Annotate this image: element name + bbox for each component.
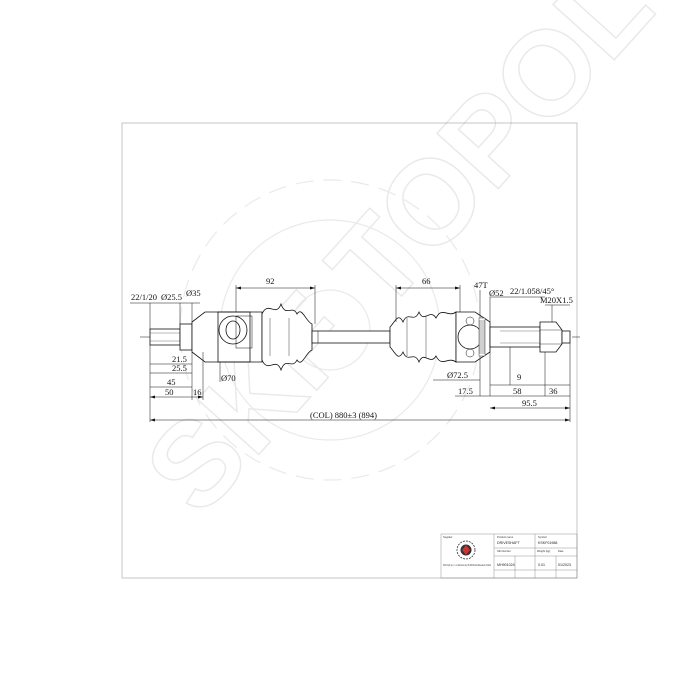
dimension-lines	[130, 285, 571, 422]
dim-25-5: 25.5	[172, 363, 187, 373]
dim-d72-5: Ø72.5	[447, 370, 468, 380]
dim-d35: Ø35	[186, 288, 201, 298]
weight-label: Weight (kg)	[537, 549, 550, 553]
hub-nut	[539, 321, 563, 353]
symbol-label: Symbol	[538, 535, 547, 539]
supplier-logo	[456, 540, 476, 560]
driveshaft-part	[140, 302, 580, 372]
arrowheads	[150, 286, 570, 422]
watermark: SKF TOPOL	[119, 0, 678, 538]
dim-45: 45	[167, 377, 176, 387]
outer-boot	[389, 310, 457, 364]
watermark-text: SKF TOPOL	[120, 0, 678, 537]
outer-stub	[489, 326, 541, 348]
shaft-bar	[311, 330, 391, 344]
left-spline	[149, 328, 181, 346]
oe-number: MH901024	[497, 563, 515, 567]
product-name: DRIVESHAFT	[497, 541, 521, 545]
dim-d52: Ø52	[489, 288, 504, 298]
dim-58: 58	[513, 386, 522, 396]
dim-d25: Ø25.5	[161, 292, 182, 302]
supplier-label: Supplier	[443, 535, 453, 539]
abs-ring	[478, 317, 486, 357]
dimension-labels: 22/1/20 Ø25.5 Ø35 92 66 47T Ø52 22/1.058…	[131, 276, 573, 420]
dim-17-5: 17.5	[458, 386, 473, 396]
title-block-text: Supplier SKF Topol Sp. z o.o. Mlecznow 2…	[443, 535, 571, 567]
supplier-address: SKF Topol Sp. z o.o. Mlecznow 2a, 05-300…	[443, 563, 491, 567]
dim-thread: M20X1.5	[540, 295, 573, 305]
dim-d70: Ø70	[221, 373, 236, 383]
title-block	[440, 533, 578, 579]
product-name-label: Product name	[497, 535, 514, 539]
date-label: Date	[558, 549, 564, 553]
dim-36: 36	[549, 386, 558, 396]
dim-abs-teeth: 47T	[474, 280, 489, 290]
symbol-value: KSKF01988	[538, 541, 557, 545]
dim-9: 9	[517, 372, 521, 382]
weight-value: 0.01	[538, 563, 545, 567]
dim-16: 16	[193, 387, 202, 397]
dim-total-length: (COL) 880±3 (894)	[310, 410, 377, 420]
inner-boot	[261, 302, 313, 372]
dim-92: 92	[266, 276, 275, 286]
dim-66: 66	[422, 276, 431, 286]
drawing-frame	[121, 122, 578, 579]
dim-spline-right: 22/1.058/45°	[510, 286, 554, 296]
dim-50: 50	[165, 387, 174, 397]
tripod-element	[218, 315, 248, 345]
dim-21-5: 21.5	[172, 354, 187, 364]
oe-number-label: OE Number	[497, 549, 511, 553]
dim-spline-left: 22/1/20	[131, 292, 157, 302]
inner-cv-housing	[191, 311, 263, 363]
date-value: 01/2023	[558, 563, 571, 567]
dim-95-5: 95.5	[522, 398, 537, 408]
